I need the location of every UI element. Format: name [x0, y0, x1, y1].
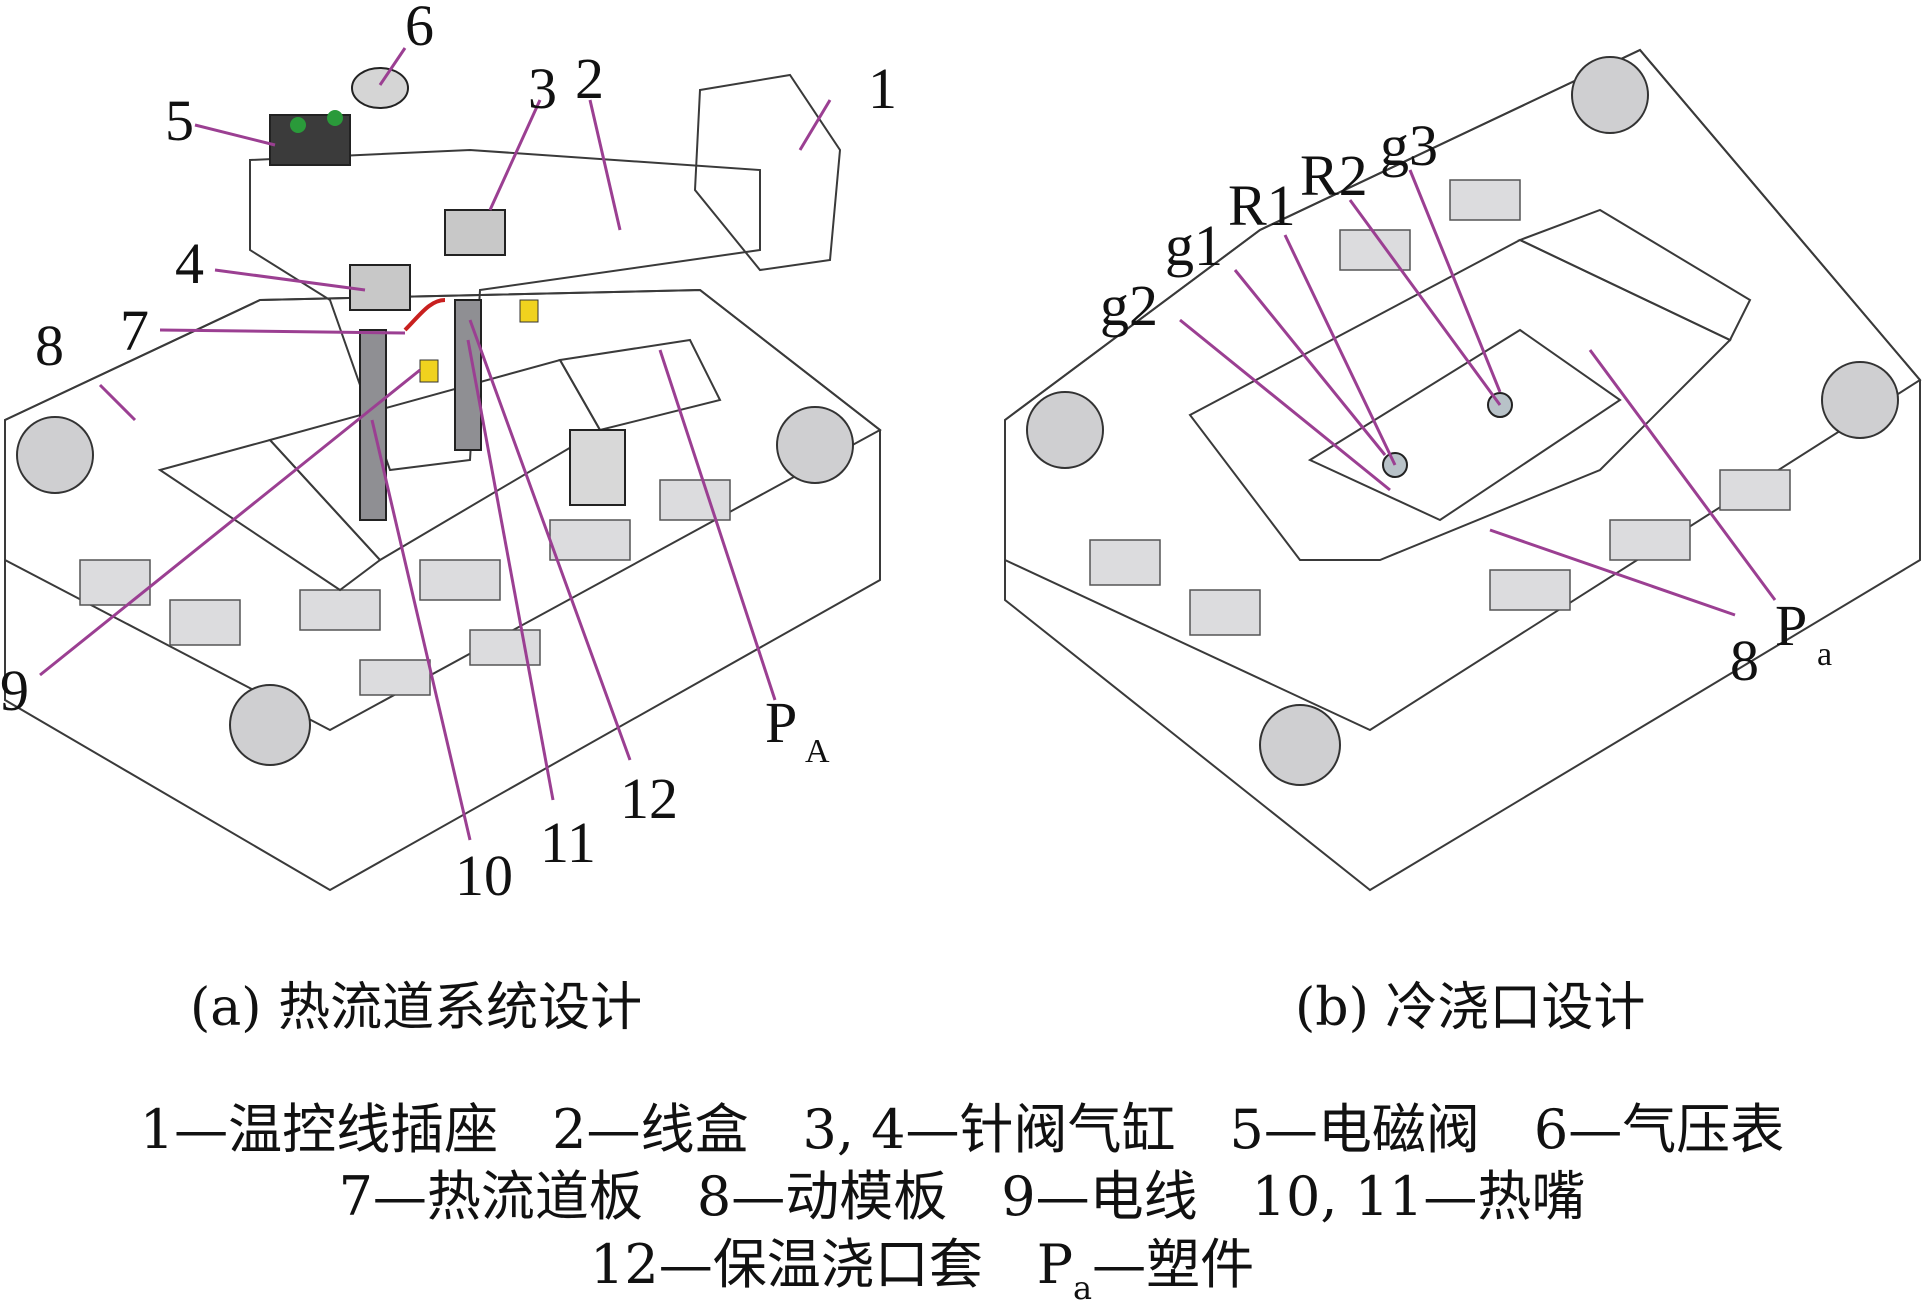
callout-5: 5 [165, 88, 194, 153]
callout-g2: g2 [1100, 273, 1158, 338]
callout-r2: R2 [1300, 143, 1368, 208]
mold-pockets-a [79, 479, 731, 696]
plastic-part-b [1188, 238, 1732, 561]
pressure-gauge [351, 67, 409, 109]
callout-g1: g1 [1165, 213, 1223, 278]
legend-line-3: 12—保温浇口套 Pa—塑件 [590, 1233, 1254, 1307]
guide-bushing-b2 [1571, 56, 1649, 134]
callout-pa-b: P [1775, 593, 1807, 658]
valve-cylinder-4 [349, 264, 411, 311]
callout-pa: P [765, 690, 797, 755]
callout-r1: R1 [1228, 173, 1296, 238]
red-wire [403, 298, 446, 332]
plastic-part-b-window [1307, 328, 1622, 522]
guide-bushing-a3 [229, 684, 311, 766]
legend-line-3-sub: a [1073, 1269, 1092, 1307]
mold-base-b-top [1004, 48, 1922, 732]
callout-4: 4 [175, 231, 204, 296]
callout-10: 10 [455, 843, 513, 908]
guide-bushing-b1 [1026, 391, 1104, 469]
panel-a-illustration [4, 67, 882, 892]
solenoid-led-1 [290, 117, 306, 133]
wire-connector-2 [519, 299, 539, 323]
callout-3: 3 [528, 56, 557, 121]
plastic-part-a [157, 438, 382, 592]
panel-b-leaders [1179, 169, 1777, 617]
solenoid-led-2 [327, 110, 343, 126]
plastic-part-b-end [1517, 208, 1752, 342]
legend-line-1: 1—温控线插座 2—线盒 3, 4—针阀气缸 5—电磁阀 6—气压表 [140, 1098, 1784, 1161]
hot-nozzle-11 [454, 299, 482, 451]
valve-cylinder-3 [444, 209, 506, 256]
guide-bushing-b3 [1821, 361, 1899, 439]
caption-a: (a) 热流道系统设计 [190, 978, 642, 1038]
panel-a-leaders [39, 47, 832, 841]
callout-2: 2 [575, 46, 604, 111]
panel-b-callouts: g2 g1 R1 R2 g3 8 P a [1100, 113, 1832, 693]
callout-11: 11 [540, 810, 596, 875]
mold-pockets-b [1089, 179, 1791, 636]
callout-7: 7 [120, 298, 149, 363]
wire-connector-1 [419, 359, 439, 383]
callout-1: 1 [868, 56, 897, 121]
guide-bushing-a1 [16, 416, 94, 494]
mold-base-a-top [4, 288, 882, 732]
callout-8b: 8 [1730, 628, 1759, 693]
callout-6: 6 [405, 0, 434, 58]
guide-bushing-b4 [1259, 704, 1341, 786]
guide-bushing-a2 [776, 406, 854, 484]
callout-g3: g3 [1380, 113, 1438, 178]
legend-line-3-tail: —塑件 [1092, 1233, 1254, 1296]
legend-line-2: 7—热流道板 8—动模板 9—电线 10, 11—热嘴 [339, 1165, 1586, 1228]
callout-pa-sub: A [805, 733, 830, 770]
callout-9: 9 [0, 658, 29, 723]
callout-8: 8 [35, 313, 64, 378]
panel-a-callouts: 1 2 3 4 5 6 7 8 9 10 11 12 P A [0, 0, 897, 908]
callout-12: 12 [620, 766, 678, 831]
panel-b-illustration [1004, 48, 1922, 892]
temp-socket [693, 73, 842, 272]
legend-line-3-main: 12—保温浇口套 P [590, 1233, 1073, 1296]
callout-pa-b-sub: a [1817, 636, 1832, 673]
caption-b: (b) 冷浇口设计 [1295, 978, 1645, 1038]
plastic-part-a2 [558, 338, 722, 432]
heated-sprue [569, 429, 626, 506]
